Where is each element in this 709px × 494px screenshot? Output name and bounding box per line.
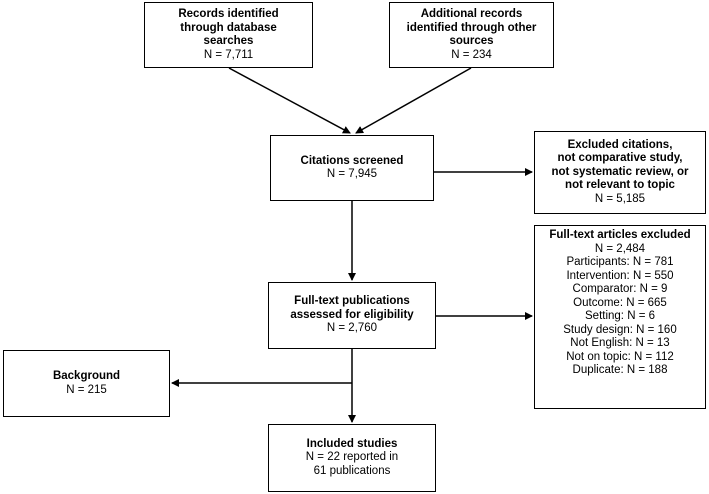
citations-screened-title: Citations screened [300,154,404,167]
fulltext-excluded-count: N = 2,484 [594,242,646,255]
records-other-count: N = 234 [451,48,492,61]
background-box: Background N = 215 [3,350,170,417]
arrow-other-to-screened [355,67,472,134]
fulltext-assessed-count: N = 2,760 [326,322,378,335]
exclusion-reason: Setting: N = 6 [585,310,655,322]
citations-screened-box: Citations screened N = 7,945 [270,135,434,201]
fulltext-excluded-title: Full-text articles excluded [549,229,691,241]
background-count: N = 215 [66,383,107,396]
records-database-count: N = 7,711 [203,48,254,61]
exclusion-reason: Duplicate: N = 188 [572,364,668,376]
included-studies-count: N = 22 reported in 61 publications [305,451,399,477]
exclusion-reason: Outcome: N = 665 [573,296,667,309]
fulltext-assessed-box: Full-text publications assessed for elig… [268,282,436,349]
records-database-box: Records identified through database sear… [144,2,313,68]
arrow-database-to-screened [228,67,351,134]
records-other-box: Additional records identified through ot… [389,2,554,68]
included-studies-box: Included studies N = 22 reported in 61 p… [268,424,436,492]
exclusion-reason: Not on topic: N = 112 [566,350,674,363]
background-title: Background [52,370,121,382]
records-database-title: Records identified through database sear… [178,8,279,47]
exclusion-reason: Not English: N = 13 [570,337,670,349]
exclusion-reason: Comparator: N = 9 [572,283,668,295]
exclusion-reason: Study design: N = 160 [563,323,677,336]
excluded-citations-title: Excluded citations, not comparative stud… [551,138,689,192]
fulltext-assessed-title: Full-text publications assessed for elig… [290,295,414,321]
citations-screened-count: N = 7,945 [326,168,378,180]
excluded-citations-box: Excluded citations, not comparative stud… [534,131,706,214]
fulltext-excluded-box: Full-text articles excluded N = 2,484 Pa… [534,225,706,409]
exclusion-reason: Intervention: N = 550 [566,269,674,282]
exclusion-reason: Participants: N = 781 [566,256,674,268]
included-studies-title: Included studies [306,437,398,450]
excluded-citations-count: N = 5,185 [594,192,646,205]
records-other-title: Additional records identified through ot… [406,8,537,47]
